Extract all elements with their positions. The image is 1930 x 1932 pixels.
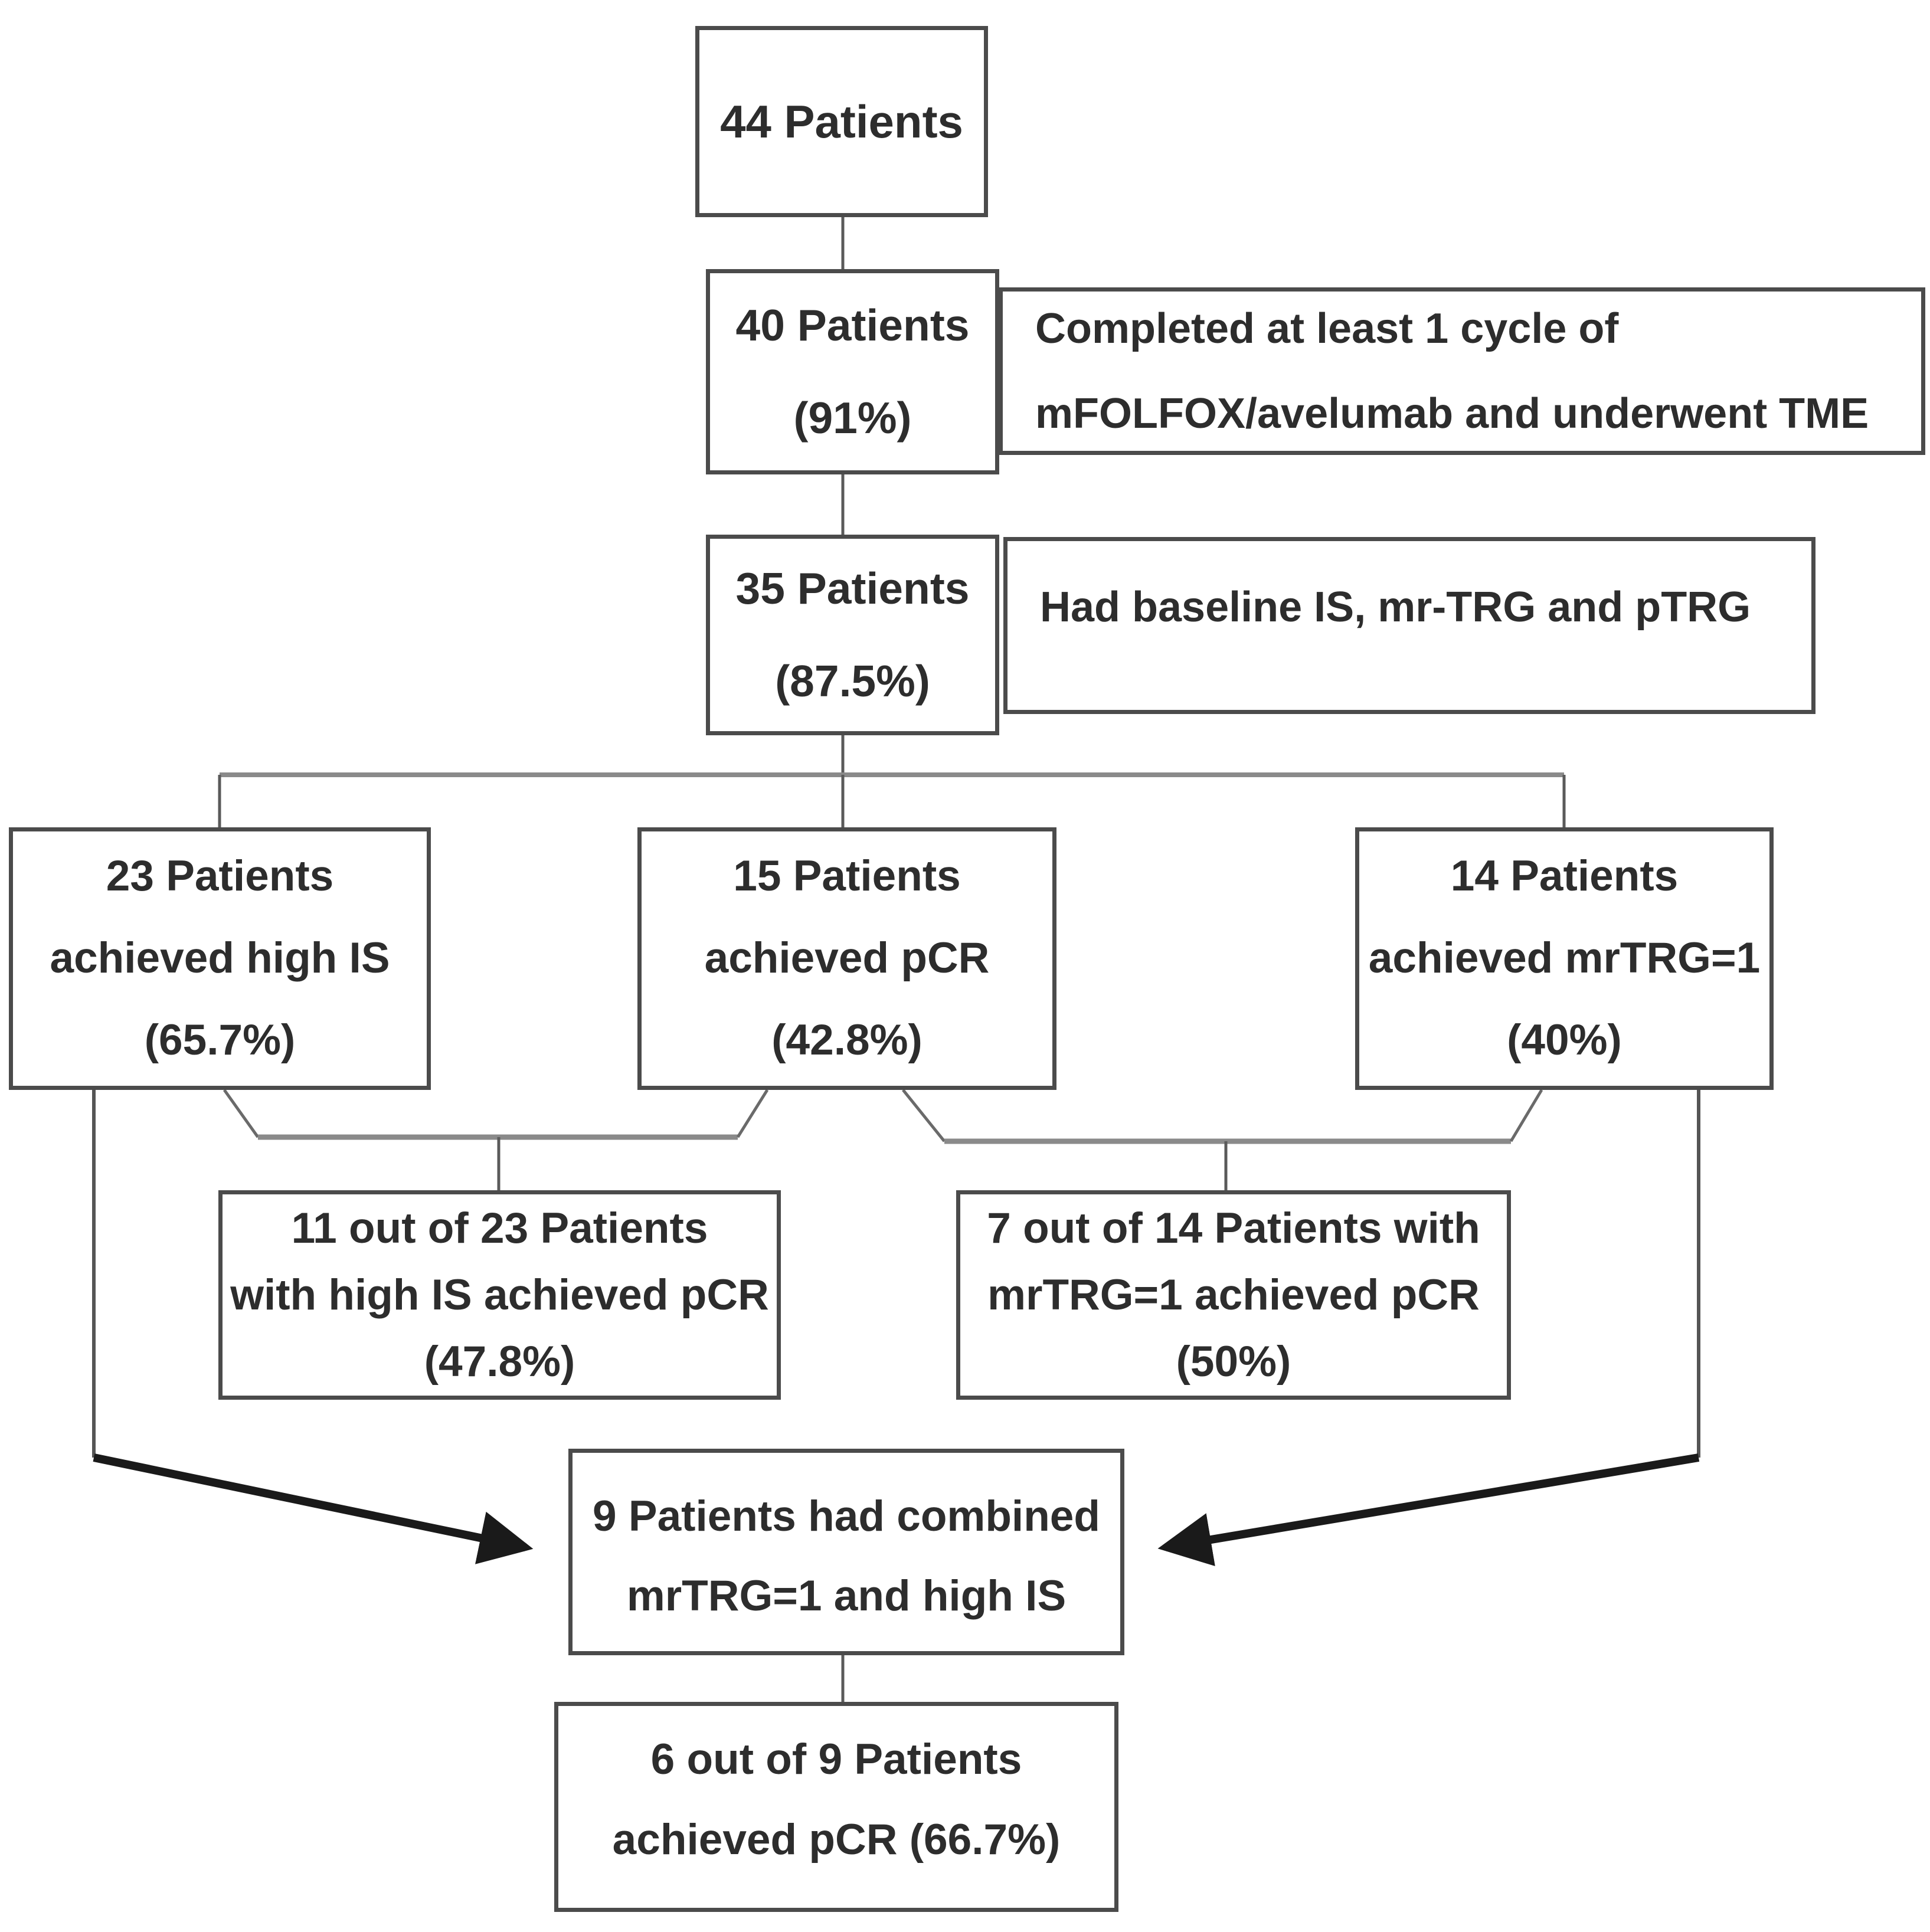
node-completed-cycle: 40 Patients (91%) [706,269,999,474]
note-baseline: Had baseline IS, mr-TRG and pTRG [1003,537,1815,714]
bracket-left-diag-a [223,1089,260,1138]
node-mrtrg1-pcr-line1: 7 out of 14 Patients with [987,1204,1480,1252]
node-high-is-pcr-line1: 11 out of 23 Patients [291,1204,708,1252]
arrow-right-to-combined [1157,1453,1700,1567]
node-mrtrg1-pcr-line3: (50%) [1176,1338,1291,1386]
node-high-is: 23 Patients achieved high IS (65.7%) [9,827,431,1090]
node-pcr-line1: 15 Patients [733,852,961,900]
bracket-right-diag-b [1509,1089,1543,1142]
node-high-is-line1: 23 Patients [106,852,334,900]
node-completed-cycle-line2: (91%) [793,393,912,443]
note-completed-cycle: Completed at least 1 cycle of mFOLFOX/av… [999,287,1925,455]
node-mrtrg1-line2: achieved mrTRG=1 [1368,934,1761,983]
node-combined-line1: 9 Patients had combined [593,1492,1100,1540]
node-combined-pcr-line1: 6 out of 9 Patients [650,1735,1022,1784]
node-high-is-pcr-line3: (47.8%) [424,1338,575,1386]
node-mrtrg1-line3: (40%) [1507,1016,1622,1064]
arrow-left-to-combined [93,1453,534,1564]
note-completed-cycle-line1: Completed at least 1 cycle of [1035,305,1619,352]
node-combined-pcr: 6 out of 9 Patients achieved pCR (66.7%) [554,1702,1118,1912]
node-combined-line2: mrTRG=1 and high IS [626,1572,1067,1620]
node-pcr-line3: (42.8%) [771,1016,923,1064]
node-mrtrg1-pcr-line2: mrTRG=1 achieved pCR [987,1270,1480,1319]
node-baseline-line2: (87.5%) [775,656,930,706]
node-pcr: 15 Patients achieved pCR (42.8%) [637,827,1056,1090]
node-combined: 9 Patients had combined mrTRG=1 and high… [568,1449,1124,1655]
bracket-right-diag-a [902,1089,946,1142]
node-combined-pcr-line2: achieved pCR (66.7%) [612,1815,1061,1864]
node-high-is-pcr-line2: with high IS achieved pCR [230,1270,769,1319]
node-high-is-line3: (65.7%) [144,1016,296,1064]
node-mrtrg1-line1: 14 Patients [1450,852,1679,900]
node-enrolled: 44 Patients [695,26,988,217]
node-baseline-line1: 35 Patients [735,563,970,613]
note-completed-cycle-line2: mFOLFOX/avelumab and underwent TME [1035,390,1869,437]
node-baseline: 35 Patients (87.5%) [706,535,999,735]
node-enrolled-line: 44 Patients [720,95,963,148]
node-completed-cycle-line1: 40 Patients [735,300,970,350]
node-mrtrg1-pcr: 7 out of 14 Patients with mrTRG=1 achiev… [956,1190,1511,1400]
bracket-left-diag-b [736,1089,769,1138]
node-pcr-line2: achieved pCR [704,934,990,983]
node-high-is-pcr: 11 out of 23 Patients with high IS achie… [218,1190,781,1400]
node-high-is-line2: achieved high IS [50,934,390,983]
node-mrtrg1: 14 Patients achieved mrTRG=1 (40%) [1355,827,1774,1090]
note-baseline-line: Had baseline IS, mr-TRG and pTRG [1040,584,1751,631]
